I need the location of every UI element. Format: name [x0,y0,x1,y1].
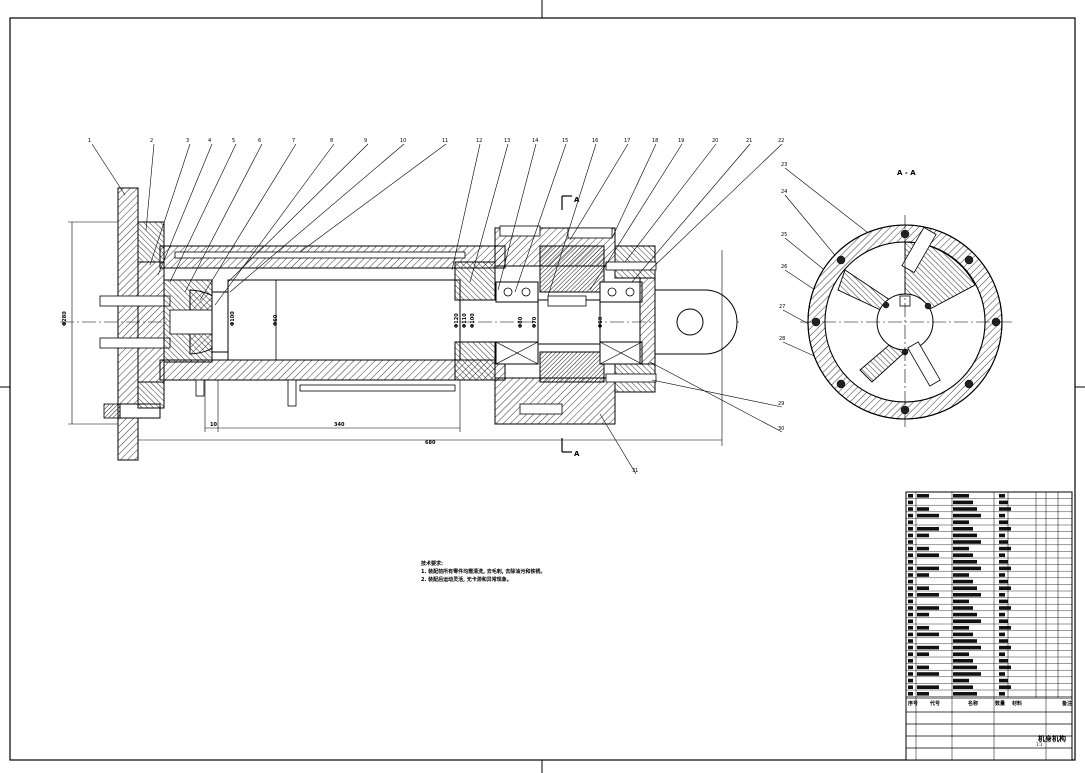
dim-seal-3: Φ100 [470,313,476,328]
dim-rod-diameter: Φ60 [273,314,279,326]
part-callout-8: 8 [330,138,333,144]
dim-flange-diameter: Φ280 [62,311,68,326]
section-marker-a [561,195,572,453]
leader-line-15 [514,143,567,293]
part-callout-25: 25 [781,232,787,238]
part-callout-3: 3 [186,138,189,144]
part-callout-26: 26 [781,264,787,270]
leader-line-4 [157,143,213,276]
part-callout-6: 6 [258,138,261,144]
part-callout-28: 28 [779,336,785,342]
section-marker-bottom: A [574,450,580,458]
part-callout-18: 18 [652,138,658,144]
parts-list-table [905,491,1073,761]
part-callout-9: 9 [364,138,367,144]
part-callout-1: 1 [88,138,91,144]
leader-line-14 [497,143,537,291]
technical-requirements: 技术要求: 1. 装配前所有零件均需清洗, 去毛刺, 去除油污和铁锈。 2. 装… [421,560,545,584]
section-marker-top: A [574,196,580,204]
dimension-texts: Φ280 Φ100 Φ60 10 340 680 Φ120 Φ110 Φ100 … [62,311,604,446]
part-callout-31: 31 [632,468,638,474]
dim-overall-length: 680 [425,440,436,446]
header-qty: 数量 [995,700,1005,707]
notes-heading: 技术要求: [421,561,443,567]
part-callout-2: 2 [150,138,153,144]
part-callout-7: 7 [292,138,295,144]
leader-line-5 [169,143,237,283]
dim-shaft-3: Φ60 [598,316,604,328]
leader-line-1 [91,143,126,196]
section-view-label: A - A [897,169,916,177]
dim-shaft-1: Φ80 [518,316,524,328]
part-callout-21: 21 [746,138,752,144]
part-callout-15: 15 [562,138,568,144]
leader-line-30 [649,361,783,433]
leader-line-17 [569,143,629,241]
leader-line-2 [145,143,155,231]
notes-line-1: 1. 装配前所有零件均需清洗, 去毛刺, 去除油污和铁锈。 [421,569,546,575]
dim-shaft-2: Φ70 [532,316,538,328]
part-callout-23: 23 [781,162,787,168]
dim-stroke: 340 [334,422,345,428]
leader-line-13 [469,143,509,283]
leader-line-6 [184,143,263,293]
dim-offset: 10 [210,422,217,428]
leader-line-8 [214,143,335,306]
leader-line-7 [199,143,297,301]
section-a-a-view [800,215,1012,430]
part-callout-27: 27 [779,304,785,310]
leader-line-10 [229,143,405,293]
part-callout-10: 10 [400,138,406,144]
part-callout-4: 4 [208,138,211,144]
dimension-lines [68,221,723,446]
leader-line-22 [649,143,783,271]
header-no: 序号 [907,700,918,707]
part-callout-11: 11 [442,138,448,144]
leader-line-31 [599,413,637,475]
part-callout-12: 12 [476,138,482,144]
part-callout-24: 24 [781,189,787,195]
part-callout-29: 29 [778,401,784,407]
dim-seal-2: Φ110 [462,313,468,328]
main-section-view [60,187,740,461]
dim-bore-diameter: Φ100 [230,311,236,326]
part-callout-16: 16 [592,138,598,144]
leader-line-11 [299,143,447,253]
part-callout-13: 13 [504,138,510,144]
leader-line-12 [451,143,481,271]
header-code: 代号 [929,700,940,707]
leader-line-29 [651,379,783,408]
title-block-scale: 1:1 [1036,742,1043,747]
leader-line-18 [611,143,657,239]
part-callout-19: 19 [678,138,684,144]
notes-line-2: 2. 装配后运动灵活, 无卡滞和异常现象。 [421,577,512,583]
leader-line-9 [227,143,369,283]
part-callout-17: 17 [624,138,630,144]
part-callout-20: 20 [712,138,718,144]
part-callout-22: 22 [778,138,784,144]
title-block-title: 机身机构 [1038,734,1066,743]
header-name: 名称 [968,700,978,707]
header-material: 材料 [1012,700,1022,707]
leader-line-19 [589,143,683,291]
part-callout-30: 30 [778,426,784,432]
leader-line-16 [547,143,597,297]
leader-line-3 [149,143,191,266]
part-callout-5: 5 [232,138,235,144]
part-callout-14: 14 [532,138,538,144]
header-remark: 备注 [1061,700,1072,707]
leader-line-21 [631,143,751,283]
leader-line-20 [624,143,717,263]
dim-seal-1: Φ120 [454,313,460,328]
